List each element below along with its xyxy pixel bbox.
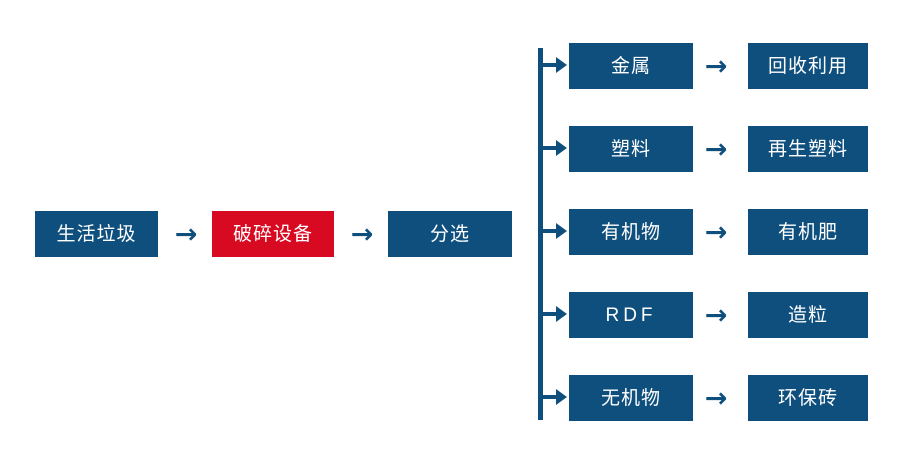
branch-stub-4 — [540, 312, 560, 316]
branch-arrowhead-4 — [556, 306, 567, 322]
arrow-plastic-to-regenerated: → — [704, 133, 728, 165]
arrow-rdf-to-pelletizing: → — [704, 299, 728, 331]
node-crushing-equipment[interactable]: 破碎设备 — [212, 211, 334, 257]
node-product-recycling[interactable]: 回收利用 — [748, 43, 868, 89]
node-sorting[interactable]: 分选 — [388, 211, 512, 257]
node-material-rdf[interactable]: RDF — [569, 292, 693, 338]
split-trunk-line — [538, 48, 543, 420]
branch-arrowhead-2 — [556, 140, 567, 156]
arrow-metal-to-recycle: → — [704, 50, 728, 82]
node-product-organic-fertilizer[interactable]: 有机肥 — [748, 209, 868, 255]
branch-arrowhead-1 — [556, 57, 567, 73]
branch-stub-2 — [540, 146, 560, 150]
node-product-pelletizing[interactable]: 造粒 — [748, 292, 868, 338]
branch-stub-3 — [540, 229, 560, 233]
arrow-waste-to-crusher: → — [174, 218, 198, 250]
arrow-inorganic-to-ecobrick: → — [704, 382, 728, 414]
node-domestic-waste[interactable]: 生活垃圾 — [35, 211, 158, 257]
branch-stub-5 — [540, 395, 560, 399]
branch-arrowhead-5 — [556, 389, 567, 405]
arrow-crusher-to-sorting: → — [350, 218, 374, 250]
node-material-plastic[interactable]: 塑料 — [569, 126, 693, 172]
node-material-metal[interactable]: 金属 — [569, 43, 693, 89]
branch-arrowhead-3 — [556, 223, 567, 239]
node-material-inorganic[interactable]: 无机物 — [569, 375, 693, 421]
node-product-eco-brick[interactable]: 环保砖 — [748, 375, 868, 421]
node-material-organic[interactable]: 有机物 — [569, 209, 693, 255]
node-product-regenerated-plastic[interactable]: 再生塑料 — [748, 126, 868, 172]
branch-stub-1 — [540, 63, 560, 67]
arrow-organic-to-fertilizer: → — [704, 216, 728, 248]
